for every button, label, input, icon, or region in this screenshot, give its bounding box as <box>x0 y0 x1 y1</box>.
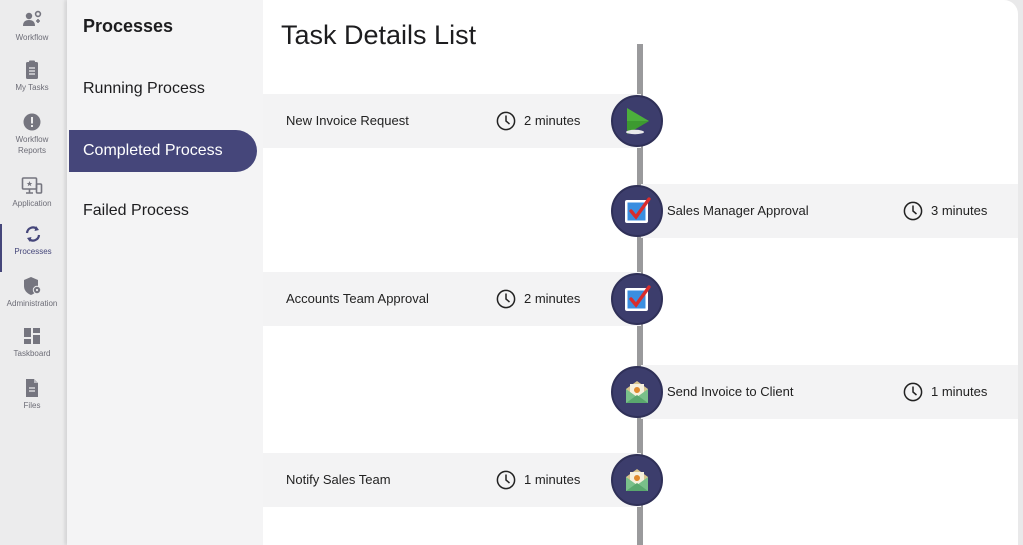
nav-label: Processes <box>14 247 52 256</box>
nav-files[interactable]: Files <box>0 378 64 426</box>
nav-administration[interactable]: Administration <box>0 276 64 324</box>
clock-icon <box>496 289 516 309</box>
task-row[interactable]: Notify Sales Team 1 minutes <box>263 453 641 507</box>
nav-label: Administration <box>6 299 58 308</box>
file-icon <box>26 379 38 397</box>
checkbox-icon <box>625 197 651 223</box>
task-name: Sales Manager Approval <box>667 203 809 218</box>
task-node <box>611 95 663 147</box>
nav-workflow-reports[interactable]: Workflow Reports <box>0 112 64 164</box>
task-node <box>611 366 663 418</box>
task-duration: 1 minutes <box>931 384 988 399</box>
task-details-panel: Task Details List New Invoice Request 2 … <box>263 0 1018 545</box>
clipboard-icon <box>26 60 38 79</box>
clock-icon <box>496 470 516 490</box>
nav-label: Workflow Reports <box>15 135 49 155</box>
dashboard-icon <box>24 328 40 344</box>
nav-label: Application <box>12 199 52 208</box>
task-duration: 2 minutes <box>524 113 581 128</box>
task-duration: 1 minutes <box>524 472 581 487</box>
envelope-icon <box>626 381 648 403</box>
nav-my-tasks[interactable]: My Tasks <box>0 60 64 108</box>
sidebar-item-running-process[interactable]: Running Process <box>83 80 205 97</box>
play-icon <box>626 108 649 135</box>
alert-icon <box>23 113 41 131</box>
task-row[interactable]: Accounts Team Approval 2 minutes <box>263 272 641 326</box>
sidebar-title: Processes <box>83 16 174 36</box>
task-node <box>611 185 663 237</box>
nav-label: Workflow <box>15 33 49 42</box>
task-name: Send Invoice to Client <box>667 384 794 399</box>
nav-label: My Tasks <box>15 83 49 92</box>
refresh-icon <box>25 226 41 242</box>
clock-icon <box>496 111 516 131</box>
nav-taskboard[interactable]: Taskboard <box>0 326 64 374</box>
nav-workflow[interactable]: Workflow <box>0 10 64 58</box>
process-sidebar: Processes Running Process Completed Proc… <box>67 0 263 545</box>
sidebar-item-completed-process[interactable]: Completed Process <box>69 130 257 172</box>
task-name: Notify Sales Team <box>286 472 391 487</box>
nav-label: Files <box>23 401 41 410</box>
task-duration: 2 minutes <box>524 291 581 306</box>
task-name: New Invoice Request <box>286 113 409 128</box>
envelope-icon <box>626 469 648 491</box>
nav-application[interactable]: Application <box>0 176 64 224</box>
task-name: Accounts Team Approval <box>286 291 429 306</box>
workflow-icon <box>23 10 42 26</box>
app-nav: Workflow My Tasks Workflow Reports Appli… <box>0 0 64 545</box>
task-row[interactable]: Sales Manager Approval 3 minutes <box>641 184 1018 238</box>
task-node <box>611 273 663 325</box>
task-node <box>611 454 663 506</box>
nav-processes[interactable]: Processes <box>0 224 64 272</box>
application-icon <box>21 177 43 194</box>
task-row[interactable]: Send Invoice to Client 1 minutes <box>641 365 1018 419</box>
clock-icon <box>903 201 923 221</box>
task-duration: 3 minutes <box>931 203 988 218</box>
checkbox-icon <box>625 285 651 311</box>
clock-icon <box>903 382 923 402</box>
shield-icon <box>24 277 42 295</box>
page-title: Task Details List <box>281 20 477 50</box>
task-row[interactable]: New Invoice Request 2 minutes <box>263 94 641 148</box>
sidebar-item-failed-process[interactable]: Failed Process <box>83 202 189 219</box>
nav-label: Taskboard <box>13 349 51 358</box>
